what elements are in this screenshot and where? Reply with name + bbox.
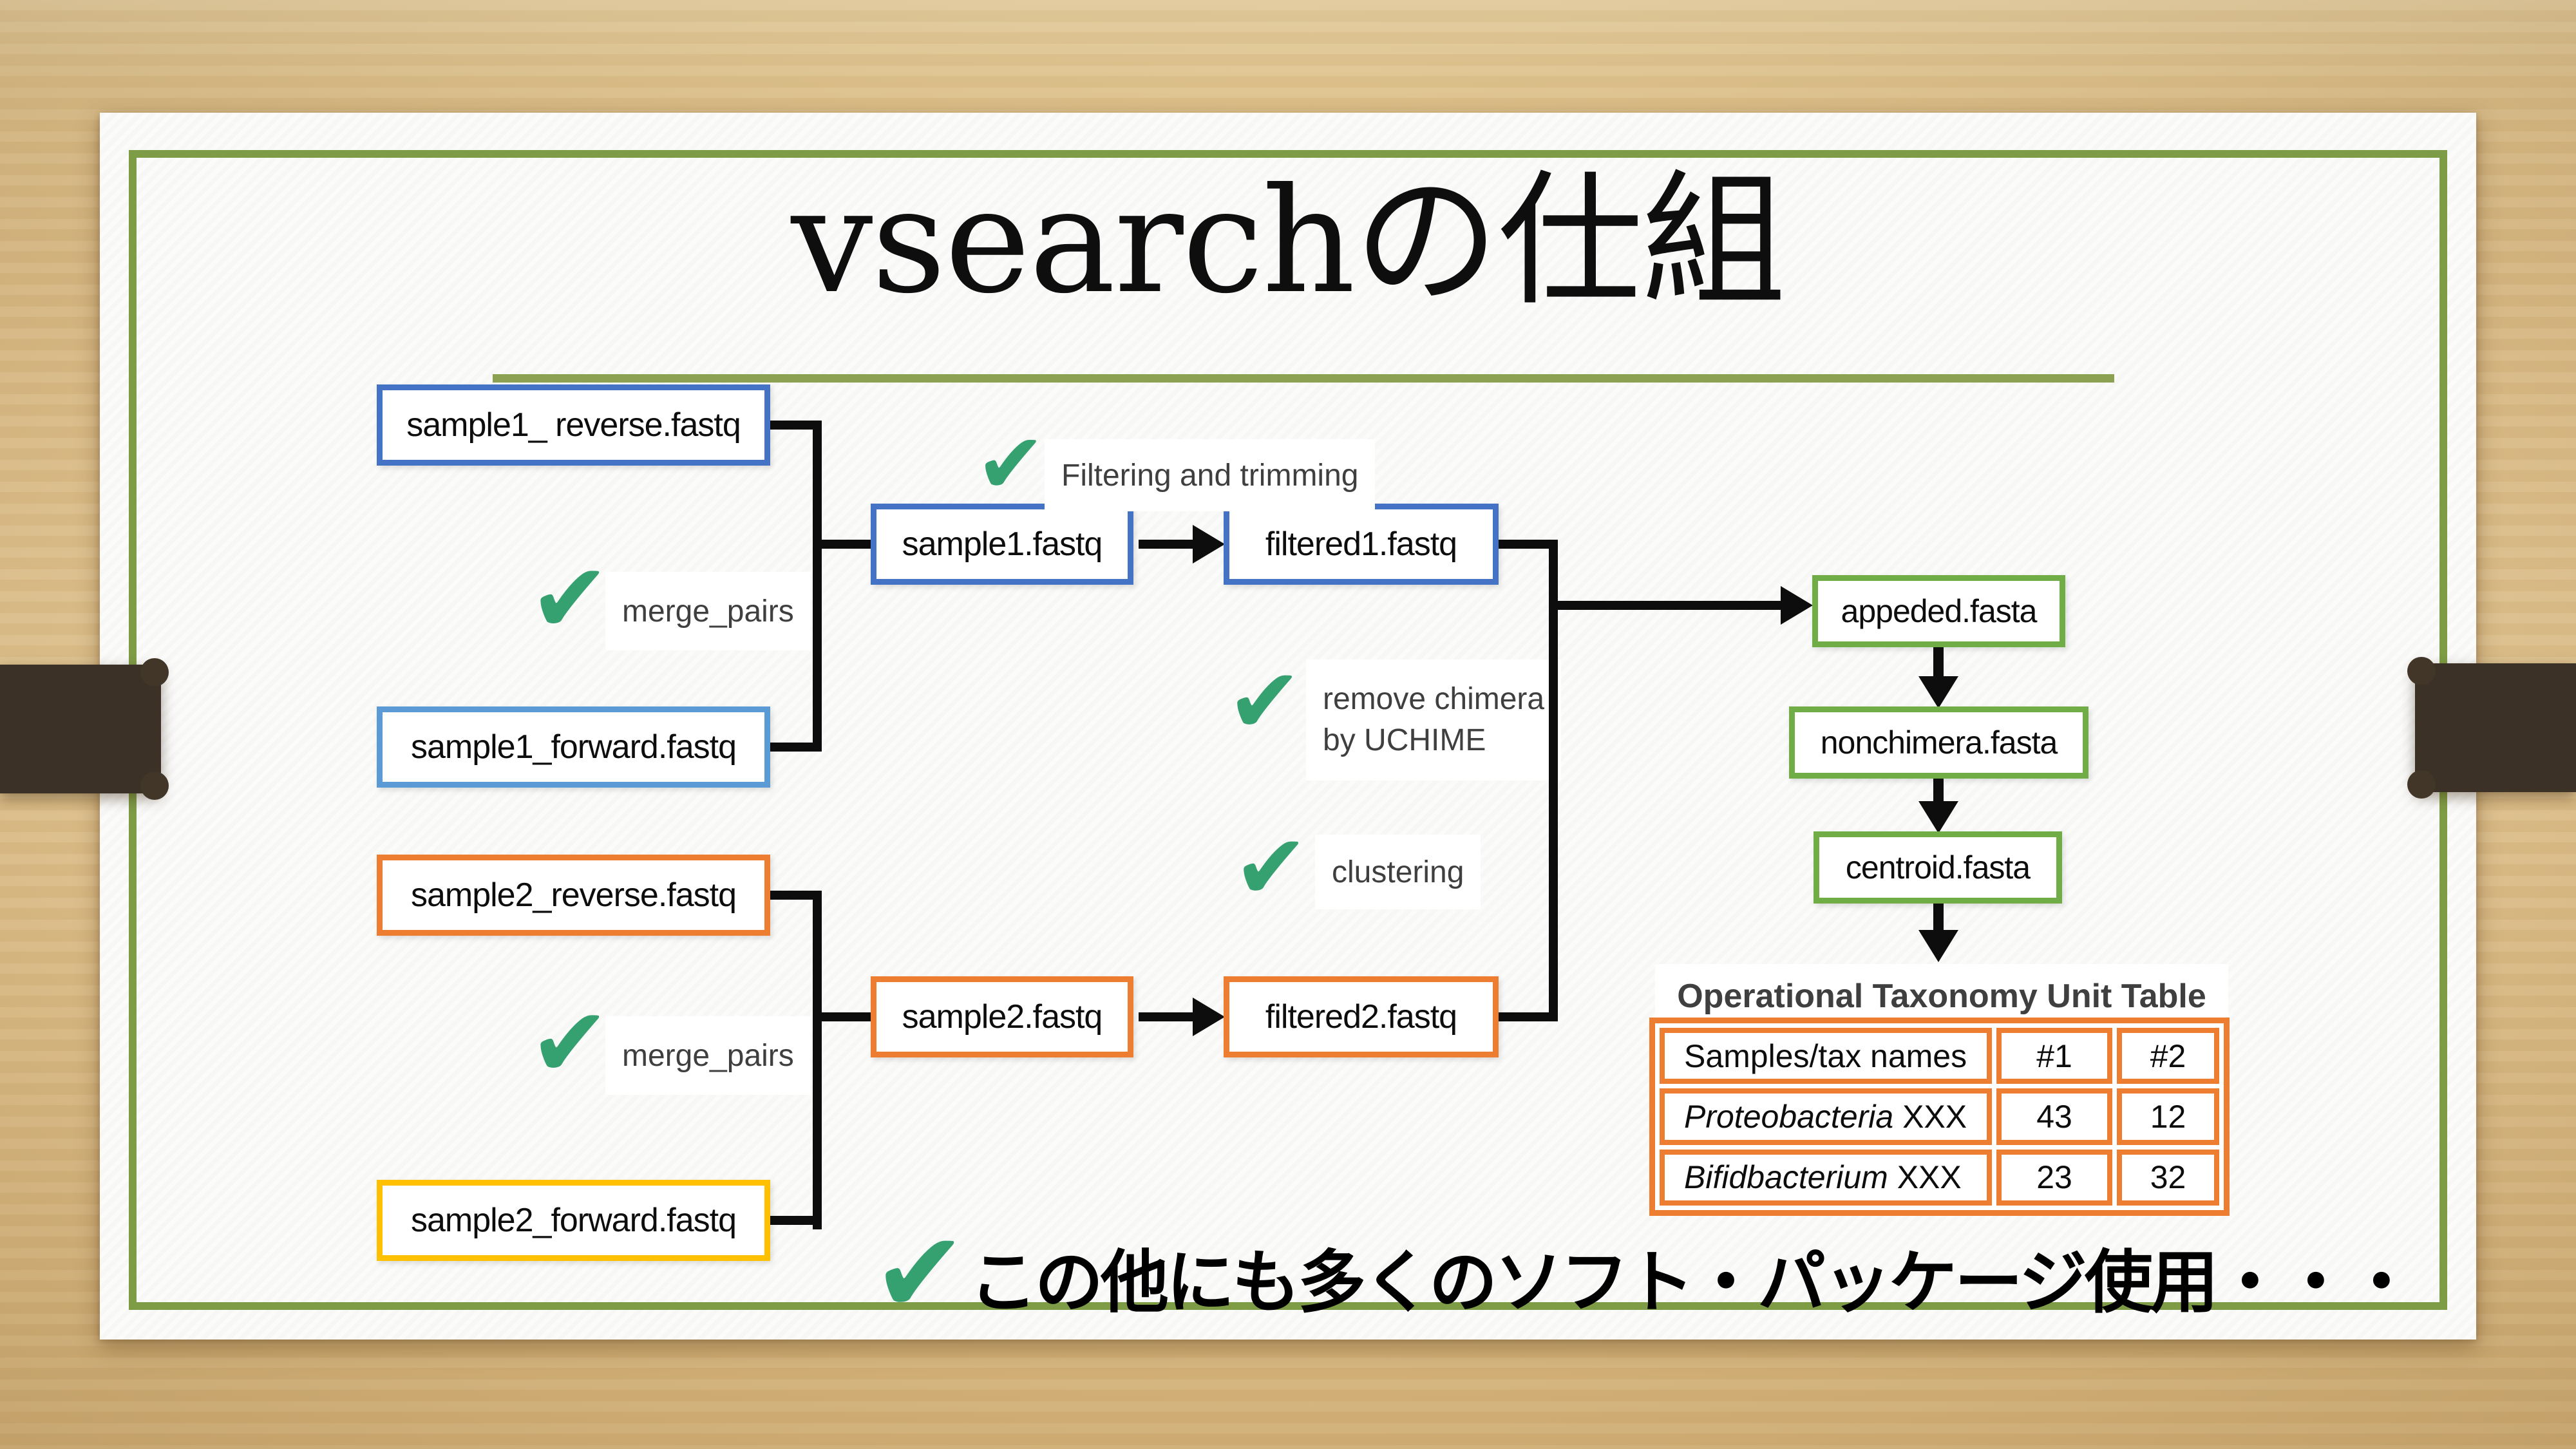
otu-row2-name: Bifidbacterium XXX [1660, 1149, 1992, 1206]
otu-row2-suffix: XXX [1888, 1159, 1962, 1196]
left-strap-knob-top [140, 658, 169, 687]
footer-note: この他にも多くのソフト・パッケージ使用・・・ [969, 1227, 2463, 1326]
connector [1499, 1012, 1558, 1021]
label-filtering-trimming: Filtering and trimming [1045, 439, 1376, 511]
arrowhead-right-icon [1193, 525, 1225, 564]
check-icon-footer: ✔ [873, 1208, 967, 1339]
left-strap-knob-bottom [140, 772, 169, 800]
connector [1549, 601, 1782, 610]
arrowhead-down-icon [1918, 930, 1958, 962]
box-filtered2: filtered2.fastq [1224, 976, 1499, 1057]
label-merge-pairs-1: merge_pairs [605, 572, 811, 650]
box-sample2: sample2.fastq [871, 976, 1133, 1057]
check-icon-filtering: ✔ [976, 415, 1046, 513]
footer-note-text: この他にも多くのソフト・パッケージ使用・・・ [969, 1245, 2416, 1321]
box-filtered2-label: filtered2.fastq [1265, 998, 1457, 1036]
box-centroid-label: centroid.fasta [1845, 849, 2031, 886]
label-remove-chimera-line2: by UCHIME [1323, 723, 1486, 757]
box-appeded: appeded.fasta [1812, 575, 2065, 647]
connector [770, 1216, 822, 1225]
box-sample2-label: sample2.fastq [902, 998, 1103, 1036]
right-strap [2415, 663, 2576, 792]
arrowhead-down-icon [1918, 676, 1958, 708]
label-clustering-text: clustering [1332, 855, 1464, 889]
otu-row1-suffix: XXX [1893, 1098, 1967, 1135]
label-remove-chimera-line1: remove chimera [1323, 682, 1545, 716]
label-clustering: clustering [1315, 835, 1481, 909]
otu-row1-taxon: Proteobacteria [1684, 1098, 1894, 1135]
box-filtered1-label: filtered1.fastq [1265, 526, 1457, 563]
otu-row1-name: Proteobacteria XXX [1660, 1088, 1992, 1145]
otu-row1-sample2-count: 12 [2117, 1088, 2219, 1145]
label-merge-pairs-2: merge_pairs [605, 1016, 811, 1095]
box-sample1-reverse-label: sample1_ reverse.fastq [406, 406, 741, 444]
box-sample2-reverse: sample2_reverse.fastq [377, 855, 770, 936]
box-nonchimera-label: nonchimera.fasta [1820, 724, 2058, 761]
box-sample1-forward: sample1_forward.fastq [377, 706, 770, 788]
label-merge-pairs-2-text: merge_pairs [622, 1038, 794, 1073]
otu-row2-sample2-count: 32 [2117, 1149, 2219, 1206]
box-sample2-forward-label: sample2_forward.fastq [410, 1202, 737, 1239]
otu-header-samples: Samples/tax names [1660, 1028, 1992, 1084]
arrow-nonchimera-centroid [1933, 779, 1944, 804]
check-icon-merge2: ✔ [529, 987, 611, 1099]
check-icon-chimera: ✔ [1227, 649, 1303, 754]
box-filtered1: filtered1.fastq [1224, 504, 1499, 585]
check-icon-merge1: ✔ [529, 543, 611, 655]
box-nonchimera: nonchimera.fasta [1789, 706, 2088, 779]
connector [770, 891, 822, 900]
otu-table-title-text: Operational Taxonomy Unit Table [1677, 978, 2206, 1015]
left-strap [0, 665, 161, 793]
box-sample1-forward-label: sample1_forward.fastq [410, 728, 737, 766]
arrowhead-right-icon [1193, 998, 1225, 1036]
box-sample2-forward: sample2_forward.fastq [377, 1180, 770, 1261]
box-sample1: sample1.fastq [871, 504, 1133, 585]
connector [817, 540, 871, 549]
arrow-sample1-filtered1 [1139, 540, 1194, 549]
connector [1549, 540, 1558, 1021]
label-remove-chimera: remove chimera by UCHIME [1306, 659, 1562, 781]
right-strap-knob-top [2407, 657, 2436, 685]
arrow-sample2-filtered2 [1139, 1012, 1194, 1021]
check-icon-clustering: ✔ [1233, 815, 1309, 920]
right-strap-knob-bottom [2407, 770, 2436, 799]
label-filtering-trimming-text: Filtering and trimming [1061, 458, 1359, 493]
arrow-centroid-otu [1933, 904, 1944, 933]
otu-header-2: #2 [2117, 1028, 2219, 1084]
otu-table: Samples/tax names #1 #2 Proteobacteria X… [1649, 1018, 2230, 1216]
box-appeded-label: appeded.fasta [1841, 593, 2038, 629]
title-underline [493, 374, 2114, 383]
connector [770, 743, 822, 752]
box-sample1-reverse: sample1_ reverse.fastq [377, 384, 770, 466]
arrowhead-right-icon [1781, 586, 1813, 625]
connector [770, 421, 822, 430]
otu-row1-sample1-count: 43 [1996, 1088, 2112, 1145]
otu-row2-sample1-count: 23 [1996, 1149, 2112, 1206]
connector [1499, 540, 1558, 549]
page-title: vsearchの仕組 [791, 157, 1786, 326]
connector [813, 891, 822, 1229]
otu-header-1: #1 [1996, 1028, 2112, 1084]
connector [813, 421, 822, 752]
label-merge-pairs-1-text: merge_pairs [622, 594, 794, 629]
otu-row2-taxon: Bifidbacterium [1684, 1159, 1888, 1196]
box-sample1-label: sample1.fastq [902, 526, 1103, 563]
box-centroid: centroid.fasta [1814, 831, 2062, 904]
arrow-appeded-nonchimera [1933, 647, 1944, 679]
arrowhead-down-icon [1918, 801, 1958, 833]
connector [817, 1012, 871, 1021]
box-sample2-reverse-label: sample2_reverse.fastq [410, 876, 737, 914]
